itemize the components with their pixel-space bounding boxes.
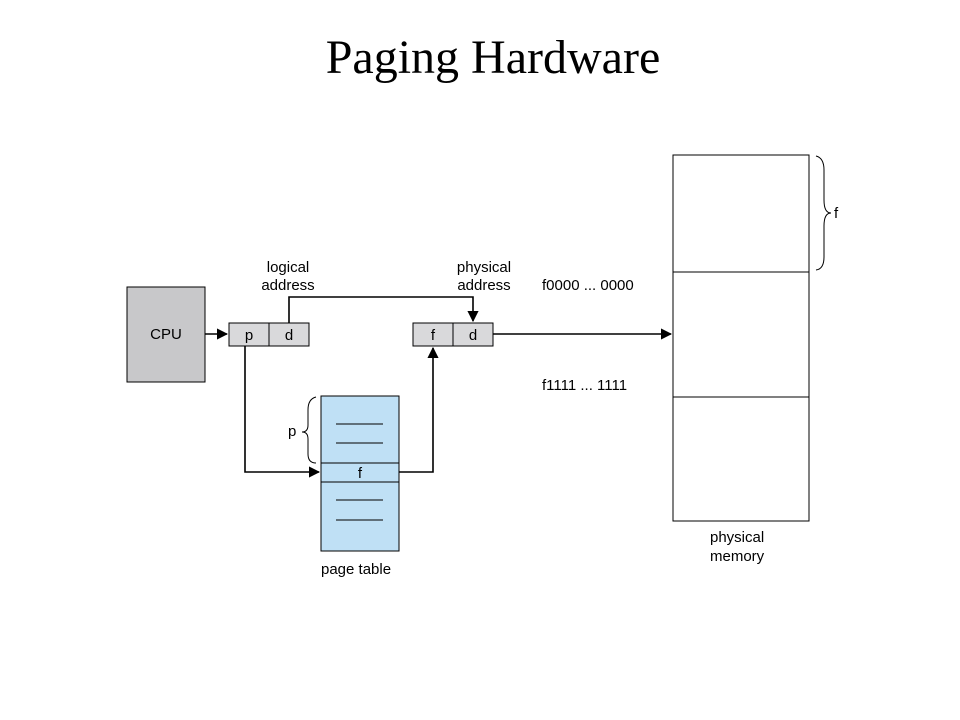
frame-end-address: f1111 ... 1111 <box>542 377 627 394</box>
offset-copy-arrow <box>288 296 479 323</box>
physical-memory-label-1: physical <box>710 529 764 546</box>
physical-memory-label-2: memory <box>710 548 765 565</box>
table-to-frame-arrow <box>399 346 439 473</box>
page-table-entry-frame: f <box>358 465 363 482</box>
physical-address-label-1: physical <box>457 259 511 276</box>
logical-address-label-1: logical <box>267 259 310 276</box>
physical-address-register: f d <box>412 322 494 347</box>
frame-brace <box>815 155 832 271</box>
logical-page-number: p <box>245 327 253 344</box>
page-index-brace <box>301 396 317 464</box>
frame-label: f <box>834 205 839 222</box>
page-index-label: p <box>288 423 296 440</box>
slide-title: Paging Hardware <box>325 31 661 84</box>
page-table: f <box>320 395 400 552</box>
page-table-label: page table <box>321 561 391 578</box>
logical-address-label-2: address <box>261 277 314 294</box>
page-number-to-table-arrow <box>244 346 321 478</box>
cpu: CPU <box>126 286 206 383</box>
physical-memory <box>672 154 810 522</box>
physical-frame-number: f <box>431 327 436 344</box>
logical-offset: d <box>285 327 293 344</box>
cpu-label: CPU <box>150 326 182 343</box>
physical-address-label-2: address <box>457 277 510 294</box>
frame-start-address: f0000 ... 0000 <box>542 277 634 294</box>
logical-address-register: p d <box>228 322 310 347</box>
physical-offset: d <box>469 327 477 344</box>
